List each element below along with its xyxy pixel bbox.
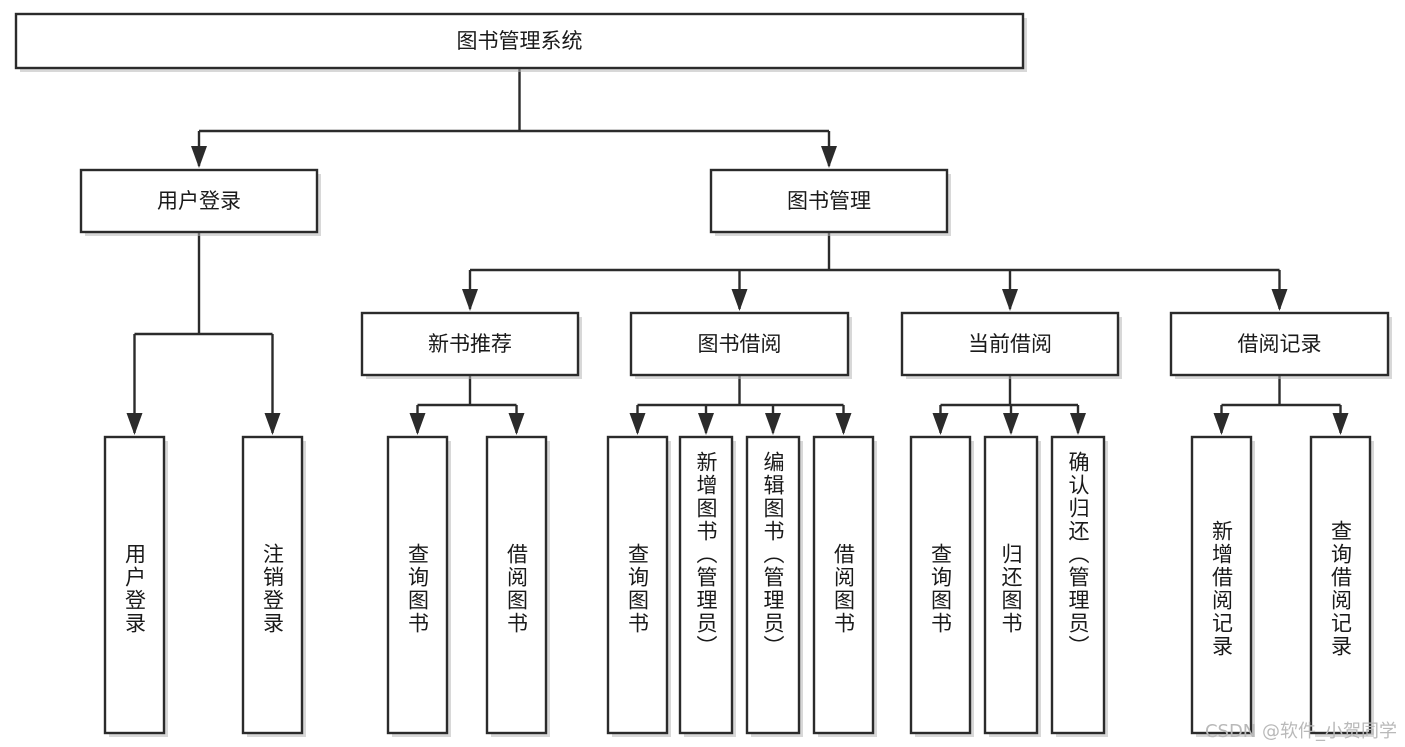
node-book-manage[interactable] — [709, 168, 949, 234]
node-book-manage-label: 图书管理 — [787, 189, 871, 213]
arrow-borrow-record-to-leaf-query-borrow-record — [1332, 413, 1349, 435]
node-leaf-confirm-return-admin[interactable] — [1050, 435, 1106, 735]
node-leaf-query-book-1[interactable] — [386, 435, 449, 735]
arrow-root-to-book-manage — [821, 146, 837, 168]
arrow-current-borrow-to-leaf-confirm-return-admin — [1070, 413, 1086, 435]
arrow-bm-to-new-book-rec — [462, 289, 478, 311]
node-current-borrow[interactable] — [900, 311, 1120, 377]
arrow-bm-to-borrow-record — [1271, 289, 1288, 311]
node-leaf-edit-book-admin[interactable] — [745, 435, 801, 735]
arrow-bm-to-book-borrow — [731, 289, 748, 311]
node-leaf-query-book-2[interactable] — [606, 435, 669, 735]
node-leaf-add-book-admin[interactable] — [678, 435, 734, 735]
arrow-bm-to-current-borrow — [1002, 289, 1018, 311]
node-layer — [14, 12, 1392, 737]
node-borrow-record-label: 借阅记录 — [1238, 332, 1322, 356]
arrow-book-borrow-to-leaf-query-book-2 — [629, 413, 646, 435]
arrow-current-borrow-to-leaf-query-book-3 — [932, 413, 949, 435]
node-leaf-borrow-book-1[interactable] — [485, 435, 548, 735]
node-user-login[interactable] — [79, 168, 319, 234]
node-leaf-return-book[interactable] — [983, 435, 1039, 735]
node-leaf-query-book-3[interactable] — [909, 435, 972, 735]
arrow-user-login-to-leaf-user-login — [126, 413, 143, 435]
connector-layer — [126, 68, 1349, 435]
node-new-book-rec[interactable] — [360, 311, 580, 377]
node-leaf-user-login[interactable] — [103, 435, 166, 735]
arrow-current-borrow-to-leaf-return-book — [1003, 413, 1019, 435]
arrow-book-borrow-to-leaf-borrow-book-2 — [835, 413, 852, 435]
node-leaf-query-borrow-record[interactable] — [1309, 435, 1372, 735]
watermark: CSDN @软件_小贺同学 — [1204, 721, 1397, 742]
node-leaf-user-logout[interactable] — [241, 435, 304, 735]
arrow-book-borrow-to-leaf-edit-book-admin — [765, 413, 781, 435]
node-root-label: 图书管理系统 — [457, 29, 583, 53]
arrow-new-book-rec-to-leaf-query-book-1 — [409, 413, 426, 435]
node-current-borrow-label: 当前借阅 — [968, 332, 1052, 356]
arrow-book-borrow-to-leaf-add-book-admin — [698, 413, 714, 435]
arrow-borrow-record-to-leaf-add-borrow-record — [1213, 413, 1230, 435]
node-borrow-record[interactable] — [1169, 311, 1390, 377]
node-book-borrow-label: 图书借阅 — [698, 332, 782, 356]
node-new-book-rec-label: 新书推荐 — [428, 332, 512, 356]
node-book-borrow[interactable] — [629, 311, 850, 377]
arrow-new-book-rec-to-leaf-borrow-book-1 — [508, 413, 525, 435]
node-leaf-borrow-book-2[interactable] — [812, 435, 875, 735]
node-root[interactable] — [14, 12, 1025, 70]
node-leaf-add-borrow-record[interactable] — [1190, 435, 1253, 735]
arrow-root-to-user-login — [191, 146, 207, 168]
node-user-login-label: 用户登录 — [157, 189, 241, 213]
arrow-user-login-to-leaf-user-logout — [264, 413, 281, 435]
